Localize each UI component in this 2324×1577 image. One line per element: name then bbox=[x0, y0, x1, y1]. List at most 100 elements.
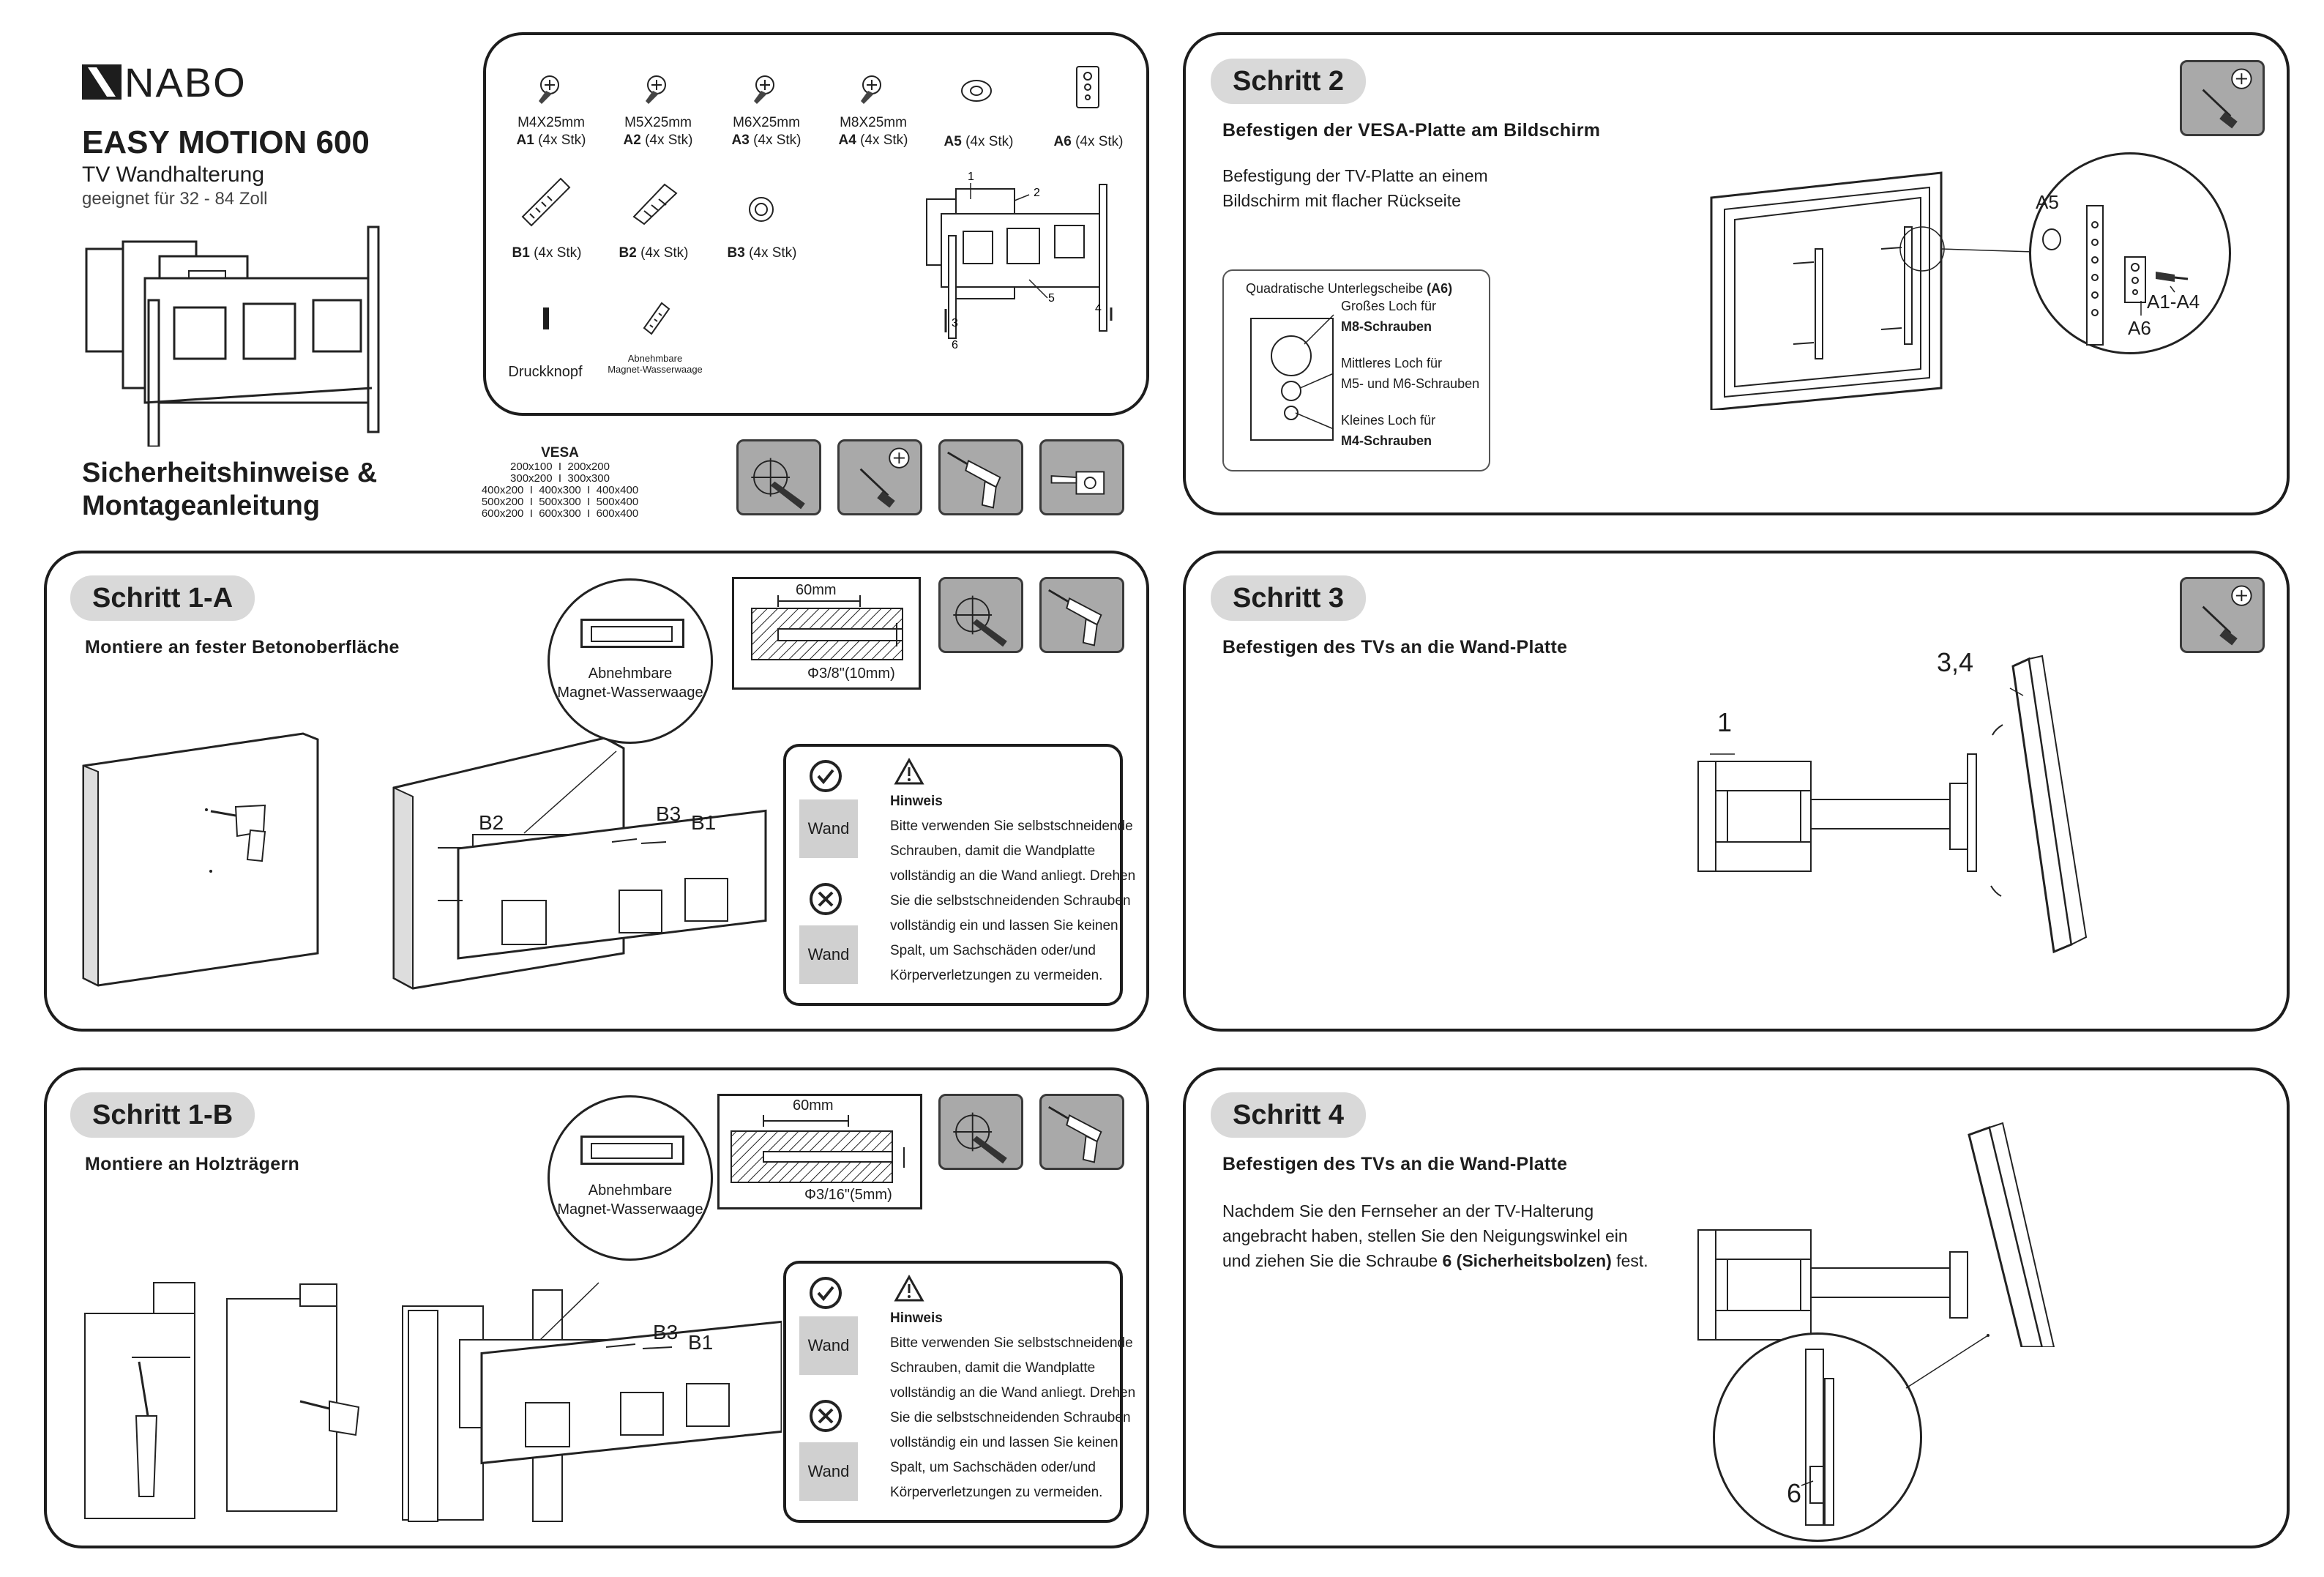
part-size: M5X25mm bbox=[624, 115, 692, 130]
check-circle-icon bbox=[810, 1277, 842, 1309]
large-hole-line1: Großes Loch für bbox=[1341, 299, 1437, 313]
step4-tab: Schritt 4 bbox=[1211, 1092, 1367, 1138]
vesa-row: 500x200 I 500x300 I 500x400 bbox=[481, 496, 639, 508]
part-code: A2 bbox=[623, 133, 641, 148]
note-line: Bitte verwenden Sie selbstschneidende bbox=[890, 819, 1133, 834]
part-code: B2 bbox=[619, 245, 637, 261]
nabo-logo-icon bbox=[82, 64, 122, 100]
warning-triangle-icon bbox=[894, 757, 924, 785]
brand-logo: NABO bbox=[82, 59, 247, 105]
doc-title-line1: Sicherheitshinweise & bbox=[82, 458, 378, 488]
note-line: Schrauben, damit die Wandplatte bbox=[890, 1360, 1096, 1376]
screw-icon bbox=[646, 75, 666, 104]
note-line: Bitte verwenden Sie selbstschneidende bbox=[890, 1335, 1133, 1351]
part-code: A5 bbox=[944, 134, 962, 149]
hole-medium bbox=[1281, 381, 1301, 401]
step1b-level-zoom: Abnehmbare Magnet-Wasserwaage bbox=[548, 1095, 713, 1261]
step1b-note: Wand Wand Hinweis Bitte verwenden Sie se… bbox=[783, 1261, 1135, 1523]
hole-large bbox=[1271, 335, 1312, 376]
tool-screwdriver bbox=[2180, 577, 2265, 653]
cross-circle-icon bbox=[810, 883, 842, 915]
vesa-row: 600x200 I 600x300 I 600x400 bbox=[481, 507, 639, 520]
wand-text: Wand bbox=[807, 1462, 850, 1480]
vesa-row: 400x200 I 400x300 I 400x400 bbox=[481, 484, 639, 496]
part-qty: (4x Stk) bbox=[538, 133, 586, 148]
assembly-diagram: 1 2 3 4 5 6 bbox=[926, 171, 1113, 351]
zoom-detail bbox=[1801, 1349, 1834, 1526]
zoom-label-line2: Magnet-Wasserwaage bbox=[557, 685, 703, 701]
step1a-depth-box: 60mm Φ3/8"(10mm) bbox=[732, 577, 921, 690]
note-heading: Hinweis bbox=[890, 1311, 943, 1326]
pencil-mark-icon bbox=[953, 595, 1007, 647]
warning-triangle-icon bbox=[894, 1274, 924, 1302]
depth-diagram bbox=[731, 1115, 905, 1183]
vesa-title: VESA bbox=[541, 445, 579, 461]
washer-title-code: (A6) bbox=[1427, 281, 1453, 296]
drill-size-label: Φ3/16"(5mm) bbox=[804, 1187, 892, 1203]
step1a-label-b2: B2 bbox=[479, 811, 504, 834]
step2-text-line2: Bildschirm mit flacher Rückseite bbox=[1222, 191, 1461, 210]
step1b-depth-box: 60mm Φ3/16"(5mm) bbox=[717, 1094, 922, 1209]
note-line: Sie die selbstschneidenden Schrauben bbox=[890, 893, 1131, 909]
mid-hole-line1: Mittleres Loch für bbox=[1341, 356, 1443, 370]
level-label: Abnehmbare Magnet-Wasserwaage bbox=[600, 353, 710, 375]
step4-zoom-leader bbox=[1905, 1334, 1989, 1389]
note-line: Sie die selbstschneidenden Schrauben bbox=[890, 1410, 1131, 1425]
screw-icon bbox=[754, 75, 774, 104]
cross-circle-icon bbox=[810, 1400, 842, 1432]
diagram-callout: 1 bbox=[968, 171, 974, 183]
tool-screwdriver bbox=[2180, 60, 2265, 136]
callout-a1-a4: A1-A4 bbox=[2147, 291, 2200, 313]
wall-label-correct: Wand bbox=[799, 1316, 858, 1375]
step1a-note: Wand Wand Hinweis Bitte verwenden Sie se… bbox=[783, 744, 1135, 1006]
part-b1-label: B1 (4x Stk) bbox=[499, 245, 594, 262]
lag-bolt-icon bbox=[521, 177, 571, 227]
step1b-label-b3: B3 bbox=[653, 1321, 679, 1343]
product-name: EASY MOTION 600 bbox=[82, 124, 370, 160]
zoom-detail bbox=[2042, 205, 2189, 346]
depth-label: 60mm bbox=[793, 1097, 834, 1114]
tool-pencil bbox=[938, 577, 1023, 653]
step2-text-line1: Befestigung der TV-Platte an einem bbox=[1222, 166, 1488, 185]
step4-text3-post: fest. bbox=[1611, 1251, 1648, 1270]
note-line: vollständig an die Wand anliegt. Drehen bbox=[890, 1385, 1136, 1401]
step1b-subtitle: Montiere an Holzträgern bbox=[85, 1154, 300, 1174]
part-a3-label: M6X25mm A3 (4x Stk) bbox=[719, 114, 814, 149]
tool-pencil bbox=[736, 439, 821, 515]
tool-pencil bbox=[938, 1094, 1023, 1170]
screw-icon bbox=[539, 75, 559, 104]
part-qty: (4x Stk) bbox=[640, 245, 689, 261]
button-label: Druckknopf bbox=[508, 364, 583, 380]
ring-washer-icon bbox=[749, 197, 774, 222]
callout-a6: A6 bbox=[2128, 317, 2151, 339]
callout-6: 6 bbox=[1787, 1478, 1802, 1508]
step4-text-line1: Nachdem Sie den Fernseher an der TV-Halt… bbox=[1222, 1201, 1594, 1220]
tape-measure-icon bbox=[1050, 471, 1105, 495]
step3-subtitle: Befestigen des TVs an die Wand-Platte bbox=[1222, 637, 1568, 657]
level-shape bbox=[580, 1136, 684, 1165]
diagram-callout: 3 bbox=[952, 317, 958, 329]
part-qty: (4x Stk) bbox=[645, 133, 693, 148]
washer-leader-lines bbox=[1295, 314, 1334, 430]
drill-icon bbox=[947, 451, 1001, 509]
product-size-note: geeignet für 32 - 84 Zoll bbox=[82, 189, 268, 209]
step4-text3-bold: 6 (Sicherheitsbolzen) bbox=[1442, 1251, 1612, 1270]
note-heading: Hinweis bbox=[890, 794, 943, 809]
part-a4-label: M8X25mm A4 (4x Stk) bbox=[826, 114, 921, 149]
large-hole-line2: M8-Schrauben bbox=[1341, 319, 1432, 334]
step3-callout-34: 3,4 bbox=[1937, 647, 1974, 677]
push-button-icon bbox=[543, 307, 549, 329]
washer-title-text: Quadratische Unterlegscheibe bbox=[1246, 281, 1424, 296]
tool-drill bbox=[1039, 1094, 1124, 1170]
diagram-callout: 4 bbox=[1095, 302, 1102, 315]
part-code: A1 bbox=[516, 133, 534, 148]
vesa-block: VESA 200x100 I 200x200 300x200 I 300x300… bbox=[468, 445, 651, 520]
part-a2-label: M5X25mm A2 (4x Stk) bbox=[610, 114, 706, 149]
step1a-label-b1: B1 bbox=[691, 811, 717, 834]
wand-text: Wand bbox=[807, 819, 850, 838]
part-qty: (4x Stk) bbox=[753, 133, 802, 148]
part-code: A4 bbox=[838, 133, 856, 148]
step4-text3-pre: und ziehen Sie die Schraube bbox=[1222, 1251, 1443, 1270]
drill-size-label: Φ3/8"(10mm) bbox=[807, 666, 895, 682]
check-circle-icon bbox=[810, 760, 842, 792]
